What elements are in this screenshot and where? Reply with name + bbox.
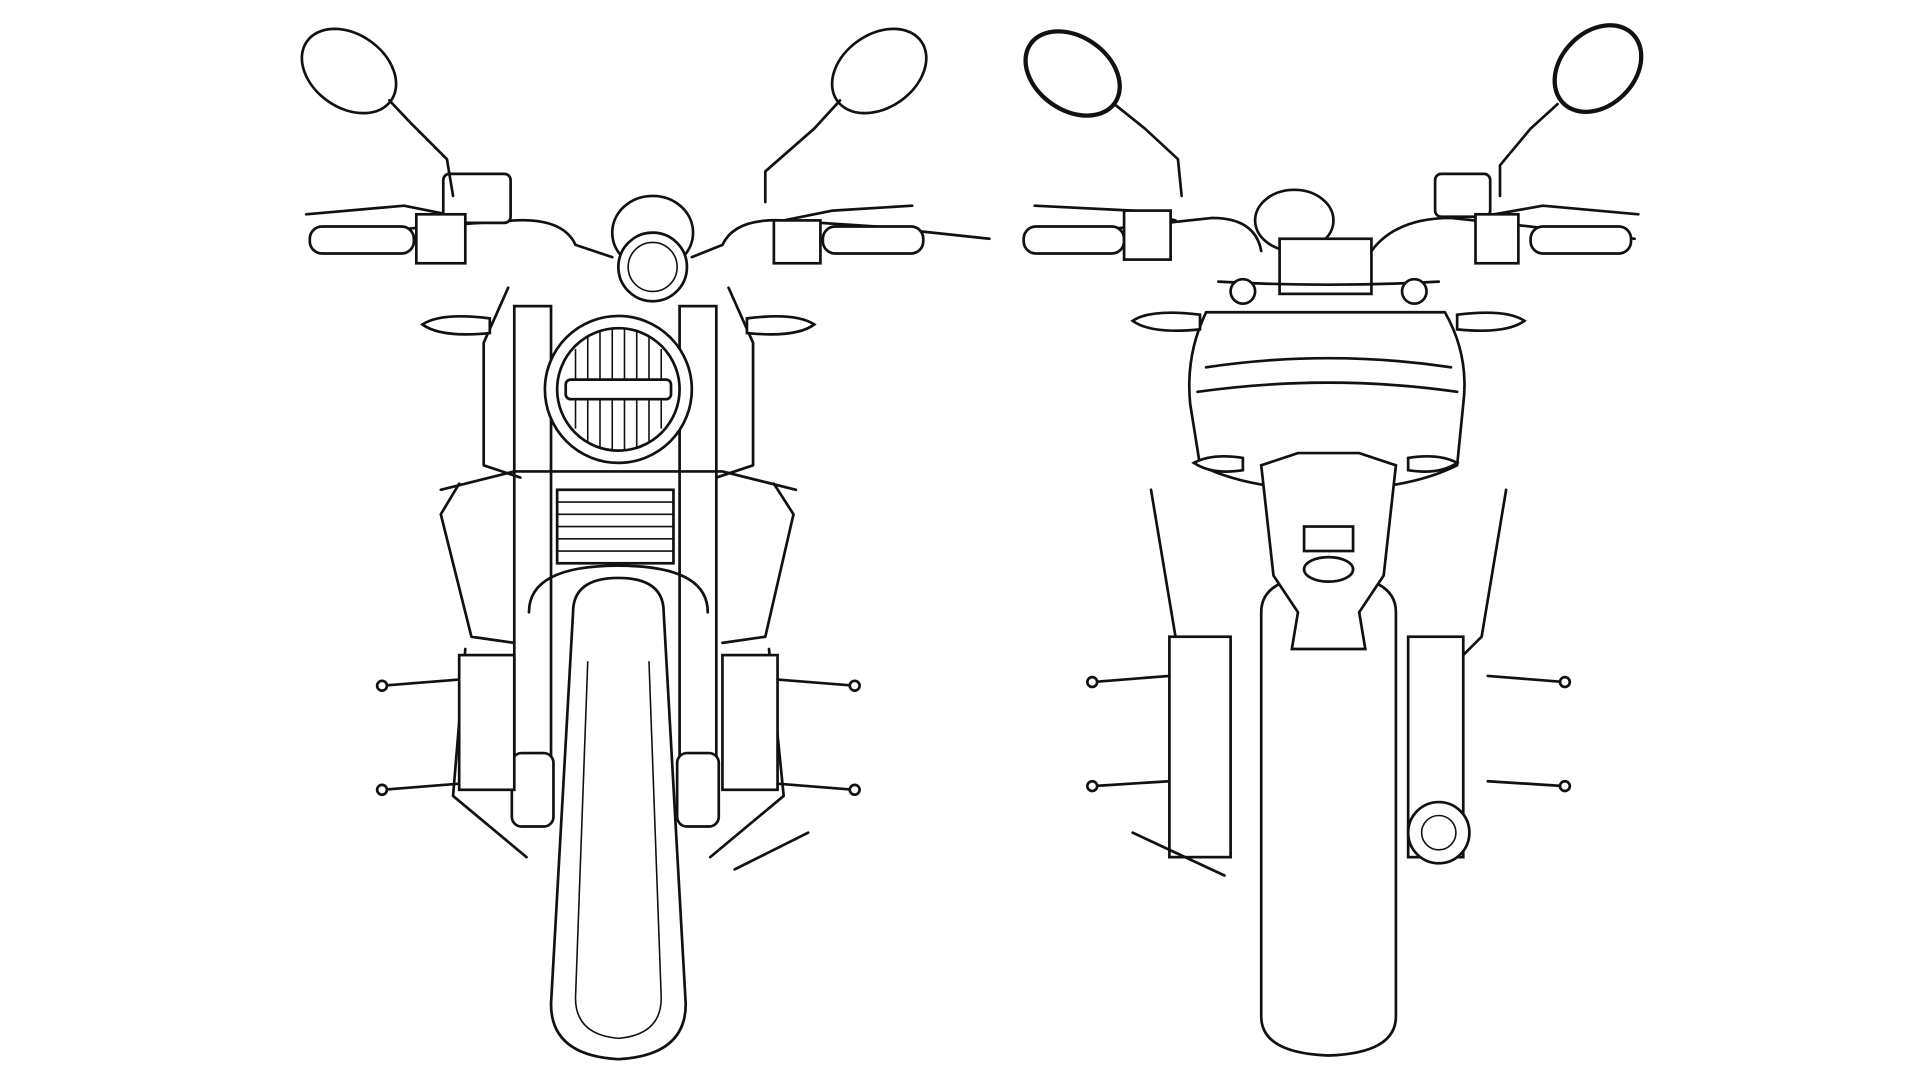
rear-turn-signals bbox=[1130, 311, 1527, 333]
rear-frame bbox=[1149, 488, 1508, 865]
front-tire bbox=[549, 576, 688, 1061]
front-tank-shrouds bbox=[439, 286, 798, 492]
engine-guards bbox=[439, 482, 795, 859]
rear-footpegs bbox=[1086, 674, 1572, 877]
headlight bbox=[543, 314, 694, 465]
handlebar bbox=[304, 172, 991, 265]
radiator bbox=[555, 488, 675, 565]
rear-handlebar bbox=[1022, 172, 1640, 306]
rear-lights bbox=[1191, 455, 1460, 473]
rear-instrument bbox=[1253, 188, 1373, 296]
instrument-cluster bbox=[610, 194, 695, 303]
mirrors bbox=[300, 27, 928, 204]
footpegs bbox=[375, 678, 861, 871]
turn-signals bbox=[420, 314, 817, 336]
rear-mirrors bbox=[1023, 23, 1644, 198]
front-view bbox=[300, 27, 991, 1061]
tail-section bbox=[1187, 310, 1466, 651]
rear-view bbox=[1022, 23, 1644, 1057]
